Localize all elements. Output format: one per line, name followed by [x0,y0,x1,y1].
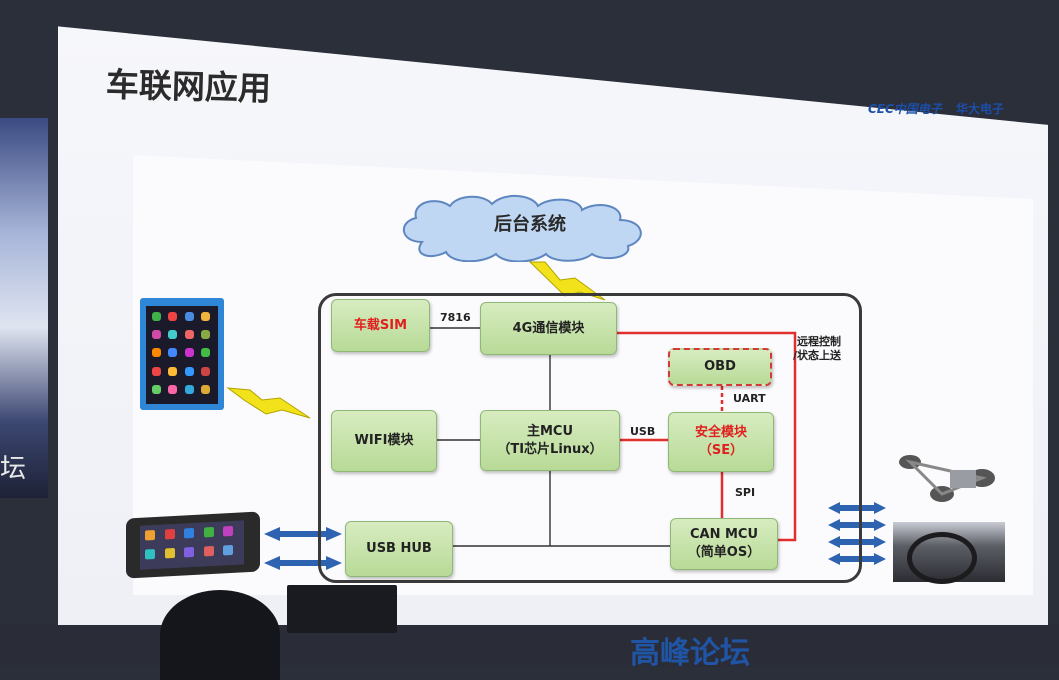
remote-control-line [617,331,797,542]
sim-box: 车载SIM [331,299,430,352]
usb-hub-box: USB HUB [345,521,453,577]
stage-floor [0,625,1059,667]
wifi-box: WIFI模块 [331,410,437,472]
sponsor-logos: CEC中国电子 华大电子 [868,100,1004,117]
banner-text: 高峰论坛 [630,636,750,671]
side-screen: 坛 [0,118,48,498]
audience-head [160,590,280,680]
security-module-label: 安全模块 [694,425,747,441]
cloud-icon [403,195,642,262]
comm-4g-label: 4G通信模块 [512,320,585,336]
comm-4g-box: 4G通信模块 [480,302,617,355]
spi-label: SPI [735,486,756,499]
smartphone-screen [146,306,218,404]
main-mcu-label: 主MCU [526,423,574,439]
cec-logo: CEC中国电子 [868,102,942,116]
usb-hub-label: USB HUB [366,541,432,557]
lightning-icon-phone [226,387,311,419]
main-mcu-sublabel: （TI芯片Linux） [497,441,603,457]
iso7816-label: 7816 [440,311,471,324]
status-upload-label: /状态上送 [793,349,842,362]
remote-control-label: 远程控制 [797,335,841,348]
steering-wheel-icon [907,532,977,584]
sim-label: 车载SIM [353,317,408,333]
huada-logo: 华大电子 [956,102,1005,116]
blue-double-arrows-right [828,502,886,565]
can-mcu-box: CAN MCU （简单OS） [670,518,778,570]
headunit-screen [140,520,244,570]
vehicle-chassis-image [899,455,995,502]
uart-label: UART [733,392,766,405]
car-headunit-image [126,511,260,579]
smartphone-image [140,298,224,410]
side-screen-glyph: 坛 [0,454,27,484]
main-mcu-box: 主MCU （TI芯片Linux） [480,410,620,471]
can-mcu-sublabel: （简单OS） [687,545,761,560]
can-mcu-label: CAN MCU [689,527,759,543]
wifi-label: WIFI模块 [354,433,414,449]
obd-label: OBD [704,359,736,375]
blue-double-arrow-left [264,527,342,570]
steering-wheel-image [893,522,1005,584]
cloud-label: 后台系统 [494,214,566,235]
camera-silhouette [287,585,397,633]
security-module-sublabel: （SE） [698,443,744,458]
obd-box: OBD [668,348,772,386]
security-module-box: 安全模块 （SE） [668,412,774,472]
vehicle-system-frame [318,293,862,583]
usb-label: USB [630,425,656,438]
